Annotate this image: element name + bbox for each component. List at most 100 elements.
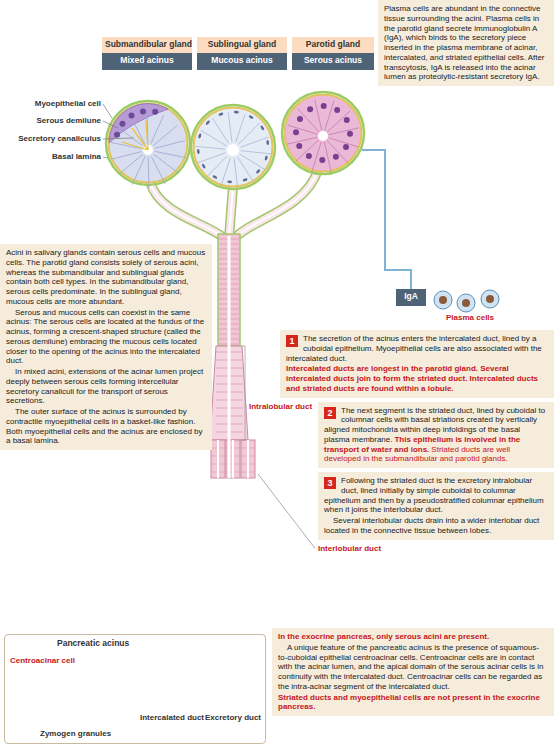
excretory-intralobular-duct [210, 346, 255, 478]
part-label: Serous demilune [37, 116, 101, 126]
cell-stroke [151, 115, 164, 143]
acinar-lumens [122, 120, 328, 156]
part-label: Secretory canaliculus [18, 134, 101, 144]
mucous-acinus [191, 105, 275, 189]
cell-stroke [312, 142, 321, 172]
cell-stroke [240, 154, 266, 170]
cell-stroke [201, 163, 206, 169]
cell-stroke [129, 113, 135, 119]
pancreatic-acinus-box: Pancreatic acinus [4, 634, 266, 744]
part-label: Zymogen granules [40, 729, 111, 739]
part-label: Basal lamina [52, 152, 101, 162]
cell-stroke [140, 108, 146, 114]
gland-header: Submandibular gland [102, 37, 192, 53]
cell-stroke [212, 175, 218, 180]
cell-stroke [152, 109, 158, 115]
leader-line [258, 474, 315, 548]
text-block: In the exocrine pancreas, only serous ac… [278, 632, 548, 642]
note-panel: In the exocrine pancreas, only serous ac… [272, 628, 554, 716]
text-block: Acini in salivary glands contain serous … [6, 248, 206, 307]
cell-stroke [234, 158, 238, 188]
cell-stroke [296, 140, 319, 161]
cell-stroke [218, 112, 224, 116]
text-block: In mixed acini, extensions of the acinar… [6, 367, 206, 406]
cell-stroke [260, 125, 265, 131]
mixed-acinus [106, 101, 190, 185]
igA-connector [362, 150, 411, 289]
box-heading: Pancreatic acinus [57, 638, 259, 648]
gland-header: Sublingual gland [197, 37, 287, 53]
cell-stroke [241, 151, 271, 154]
duct-label: Intralobular duct [249, 402, 312, 412]
cell-stroke [227, 180, 232, 183]
cell-stroke [334, 107, 340, 113]
callout-number: 2 [324, 407, 336, 419]
cell-stroke [307, 106, 313, 112]
cell-stroke [266, 140, 269, 145]
note-panel: Acini in salivary glands contain serous … [0, 244, 212, 450]
cell-stroke [319, 157, 325, 163]
acinus-type-box: Mixed acinus [102, 53, 192, 70]
cell-stroke [255, 169, 260, 174]
acinus-type-box: Mucous acinus [197, 53, 287, 70]
text-block: Several interlobular ducts drain into a … [324, 516, 548, 536]
text-block: Parotid gland [295, 39, 371, 49]
cell-stroke [248, 115, 254, 120]
text-block: Serous acinus [295, 55, 371, 65]
text-block: Mucous acinus [200, 55, 284, 65]
cell-stroke [327, 140, 348, 163]
cell-stroke [119, 154, 143, 174]
cell-stroke [206, 156, 227, 177]
step-panel: 1The secretion of the acinus enters the … [280, 330, 554, 398]
cell-stroke [119, 121, 125, 127]
cell-stroke [296, 143, 302, 149]
cell-stroke [344, 117, 350, 123]
cell-stroke [288, 125, 318, 134]
part-label: Centroacinar cell [10, 656, 75, 666]
cell-stroke [241, 137, 269, 147]
text-block: The outer surface of the acinus is surro… [6, 407, 206, 446]
text-block: Plasma cells are abundant in the connect… [384, 4, 548, 82]
text-block: Submandibular gland [105, 39, 189, 49]
gland-header: Parotid gland [292, 37, 374, 53]
cell-stroke [333, 154, 339, 160]
cell-stroke [197, 153, 225, 163]
cell-stroke [205, 120, 210, 125]
cell-stroke [195, 146, 225, 149]
cell-stroke [321, 103, 327, 109]
callout-number: 1 [286, 335, 298, 347]
cell-stroke [151, 156, 165, 184]
cell-stroke [347, 131, 353, 137]
cell-stroke [228, 112, 232, 142]
serous-acinus [282, 92, 364, 174]
cell-stroke [324, 142, 331, 172]
cell-stroke [327, 111, 350, 132]
callout-number: 3 [324, 477, 336, 489]
cell-stroke [198, 133, 202, 139]
cell-stroke [114, 132, 120, 138]
cell-stroke [148, 157, 150, 188]
text-block: Sublingual gland [200, 39, 284, 49]
cell-stroke [155, 141, 185, 149]
cell-stroke [236, 114, 246, 142]
cell-stroke [155, 151, 185, 157]
step-panel: 2The next segment is the striated duct, … [318, 402, 554, 469]
cell-stroke [287, 137, 317, 144]
text-block: The next segment is the striated duct, l… [324, 406, 548, 465]
cell-stroke [212, 118, 228, 143]
text-block: Serous and mucous cells can coexist in t… [6, 308, 206, 367]
part-label: Intercalated duct [140, 713, 204, 723]
duct-lumen [218, 236, 248, 478]
text-block: A unique feature of the pancreatic acinu… [278, 643, 548, 692]
acinus-type-box: Serous acinus [292, 53, 374, 70]
step-panel: 3Following the striated duct is the excr… [318, 472, 554, 540]
acinar-cells [111, 100, 359, 188]
duct-cells [211, 239, 255, 472]
cell-stroke [297, 116, 303, 122]
cell-stroke [329, 128, 359, 135]
part-label: Excretory duct [205, 713, 261, 723]
cell-stroke [306, 153, 312, 159]
cell-stroke [234, 111, 239, 114]
cell-stroke [343, 144, 349, 150]
text-block: Intercalated ducts are longest in the pa… [286, 364, 548, 393]
